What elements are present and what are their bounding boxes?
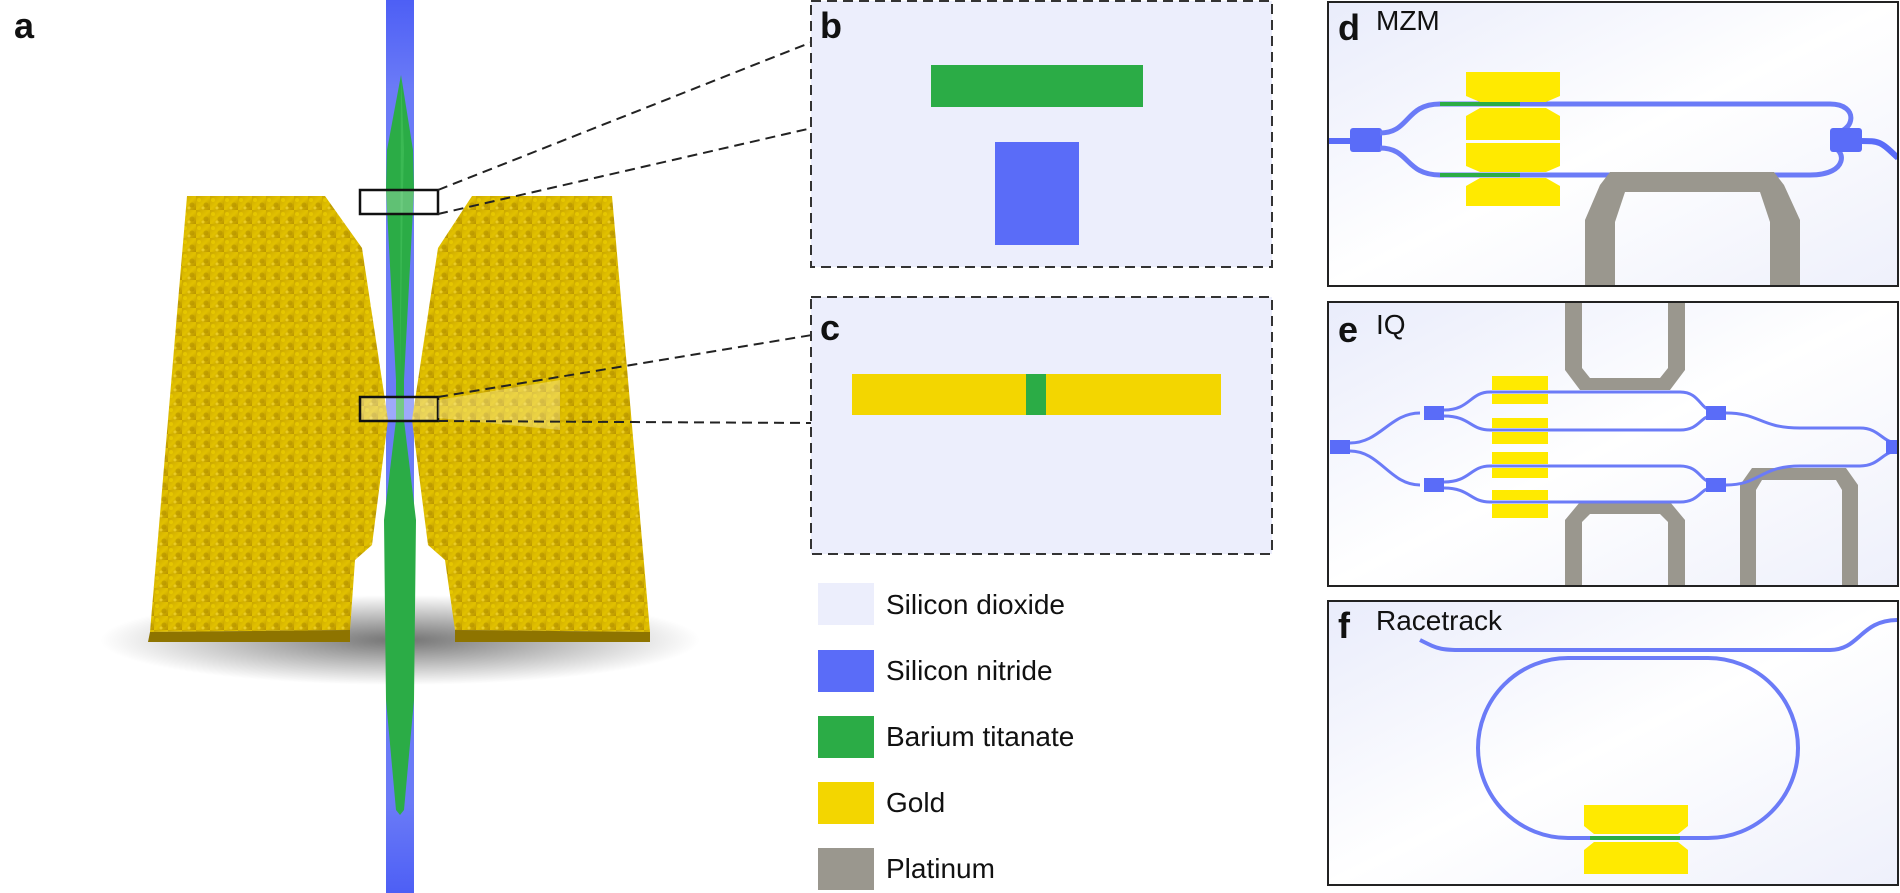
- mzm-splitter-left: [1350, 128, 1382, 152]
- legend-label: Barium titanate: [886, 721, 1074, 752]
- bto-taper: [384, 75, 416, 815]
- iq-gold-1: [1492, 376, 1548, 390]
- panel-c-frame: [810, 296, 1273, 555]
- panel-c: c: [810, 296, 1273, 555]
- panel-e: e IQ: [1327, 301, 1899, 587]
- iq-gold-5: [1492, 452, 1548, 464]
- iq-arm-1: [1443, 390, 1713, 412]
- legend-swatch: [818, 650, 874, 692]
- bto-layer: [931, 65, 1143, 107]
- panel-d-label: d: [1338, 7, 1360, 48]
- mzm-gold-2: [1466, 108, 1560, 140]
- bto-highlight: [400, 75, 404, 380]
- panel-b-label: b: [820, 5, 842, 46]
- legend-item-silicon-dioxide: Silicon dioxide: [818, 583, 1065, 625]
- iq-wg-branch-1: [1349, 411, 1421, 445]
- inspection-box-lower: [358, 395, 440, 423]
- legend-label: Platinum: [886, 853, 995, 884]
- legend-swatch: [818, 782, 874, 824]
- mzm-platinum-heater: [1585, 172, 1800, 285]
- legend-swatch: [818, 716, 874, 758]
- panel-b: b: [810, 0, 1273, 268]
- panel-c-label: c: [820, 307, 840, 348]
- iq-output-coupler: [1886, 440, 1897, 454]
- bto-gap: [1026, 374, 1046, 415]
- gold-electrode-left-edge: [148, 630, 350, 642]
- panel-a: a: [14, 0, 813, 893]
- iq-out-top: [1725, 411, 1897, 445]
- iq-gold-4: [1492, 432, 1548, 444]
- legend-swatch: [818, 583, 874, 625]
- iq-out-bottom: [1725, 449, 1897, 487]
- iq-gold-7: [1492, 490, 1548, 500]
- iq-input-splitter: [1330, 440, 1350, 454]
- mzm-gold-1: [1466, 72, 1560, 102]
- mzm-combiner-right: [1830, 128, 1862, 152]
- legend: Silicon dioxide Silicon nitride Barium t…: [818, 583, 1074, 890]
- iq-heater-top: [1565, 303, 1685, 390]
- iq-gold-3: [1492, 418, 1548, 428]
- panel-f: f Racetrack: [1327, 600, 1899, 886]
- iq-gold-6: [1492, 468, 1548, 478]
- panel-e-frame: [1327, 301, 1899, 587]
- legend-item-barium-titanate: Barium titanate: [818, 716, 1074, 758]
- panel-a-label: a: [14, 5, 35, 46]
- panel-e-title: IQ: [1376, 309, 1406, 340]
- iq-arm-4: [1443, 486, 1713, 504]
- iq-wg-branch-2: [1349, 449, 1421, 487]
- mzm-arm-top: [1379, 101, 1854, 136]
- legend-swatch: [818, 848, 874, 890]
- iq-arm-3: [1443, 464, 1713, 484]
- mzm-output-wg: [1859, 138, 1897, 161]
- gold-electrode-left: [150, 196, 388, 632]
- panel-d: d MZM: [1327, 1, 1899, 287]
- iq-gold-8: [1492, 504, 1548, 518]
- iq-arm-2: [1443, 414, 1713, 432]
- racetrack-bus-wg: [1419, 618, 1897, 652]
- panel-e-label: e: [1338, 309, 1358, 350]
- connector-b-bottom: [437, 127, 813, 215]
- gold-electrode-right-edge: [455, 630, 650, 642]
- racetrack-gold-top: [1584, 805, 1688, 834]
- iq-gold-2: [1492, 394, 1548, 404]
- panel-d-title: MZM: [1376, 5, 1440, 36]
- nitride-core: [995, 142, 1079, 245]
- iq-combiner-bottom: [1706, 478, 1726, 492]
- mzm-gold-4: [1466, 178, 1560, 206]
- racetrack-gold-bottom: [1584, 842, 1688, 874]
- gold-electrode-right: [412, 196, 650, 632]
- iq-heater-bottom: [1565, 502, 1685, 585]
- glow: [438, 380, 560, 430]
- legend-label: Silicon dioxide: [886, 589, 1065, 620]
- mzm-gold-3: [1466, 143, 1560, 172]
- connector-b-top: [437, 41, 813, 191]
- inspection-box-upper: [358, 188, 440, 216]
- legend-item-silicon-nitride: Silicon nitride: [818, 650, 1053, 692]
- panel-f-label: f: [1338, 605, 1351, 646]
- legend-label: Silicon nitride: [886, 655, 1053, 686]
- legend-item-platinum: Platinum: [818, 848, 995, 890]
- iq-splitter-bottom: [1424, 478, 1444, 492]
- legend-item-gold: Gold: [818, 782, 945, 824]
- legend-label: Gold: [886, 787, 945, 818]
- panel-f-title: Racetrack: [1376, 605, 1503, 636]
- connector-c-bottom: [437, 420, 813, 424]
- iq-splitter-top: [1424, 406, 1444, 420]
- iq-combiner-top: [1706, 406, 1726, 420]
